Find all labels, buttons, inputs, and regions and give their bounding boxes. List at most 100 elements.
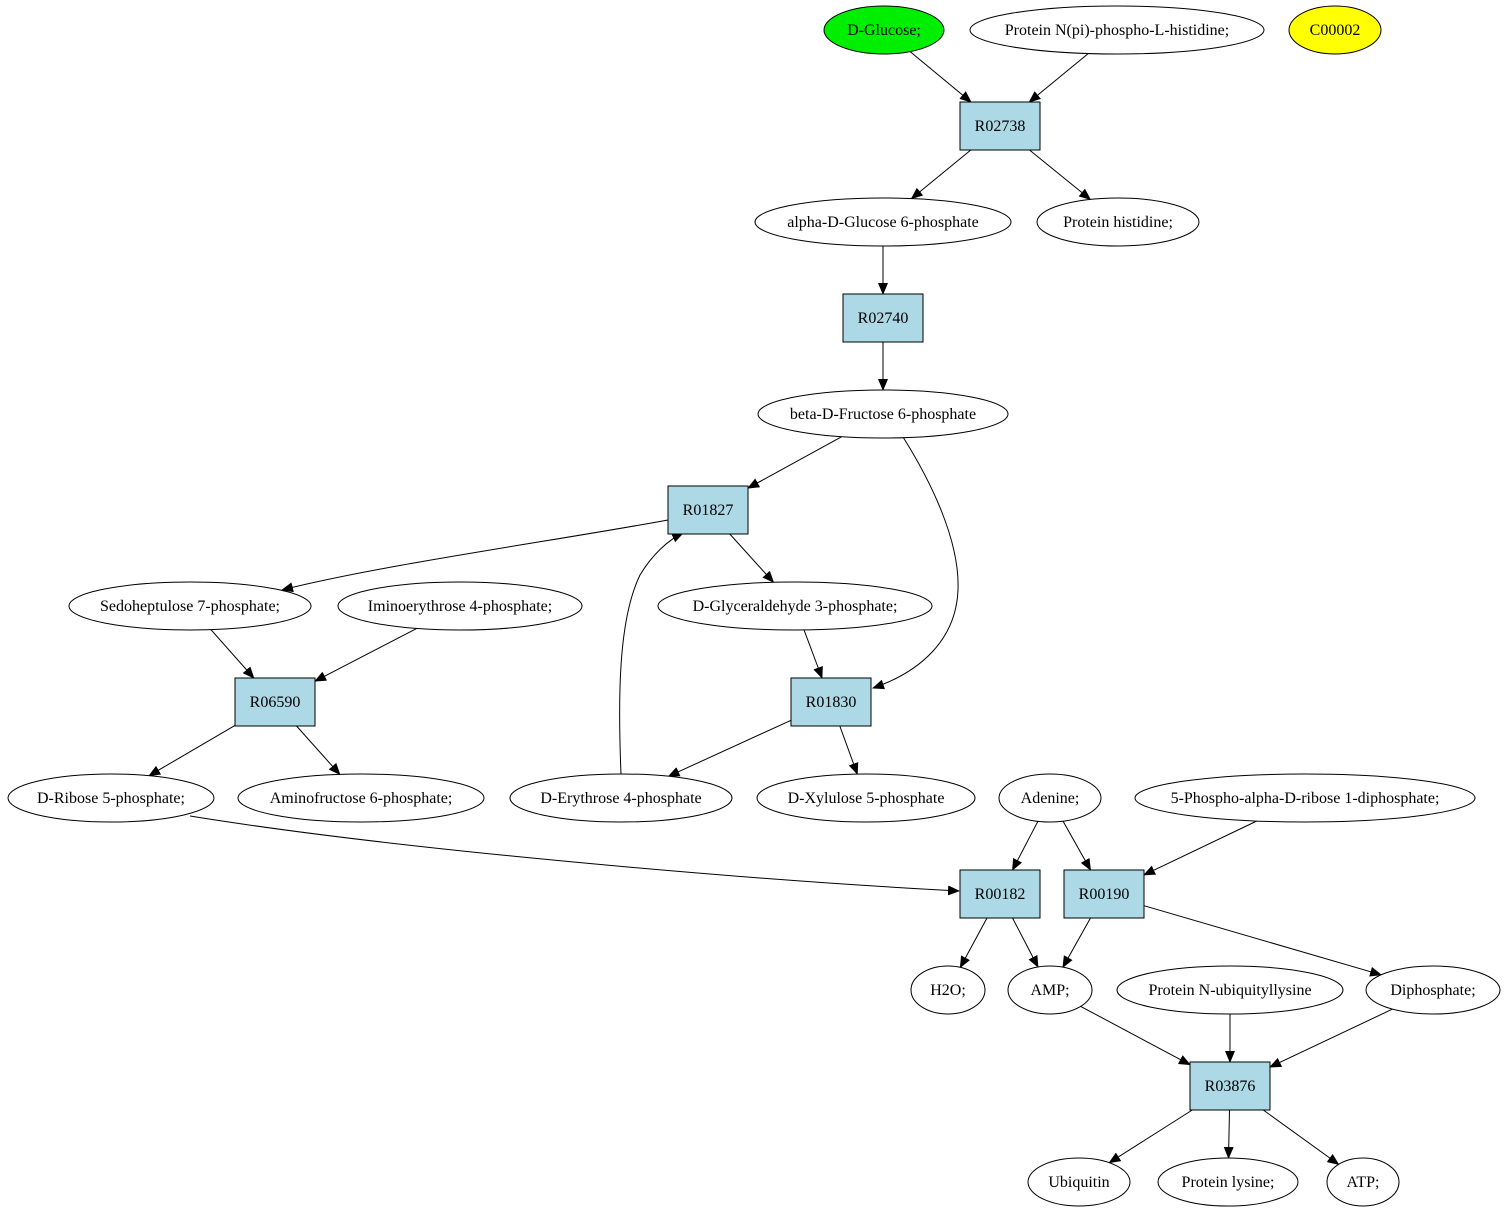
- compound-ellipse: [337, 581, 583, 631]
- node-label: Diphosphate;: [1390, 982, 1475, 999]
- compound-node-adenine[interactable]: Adenine;: [998, 773, 1102, 823]
- compound-node-iminoerythrose-4-phosphate[interactable]: Iminoerythrose 4-phosphate;: [337, 581, 583, 631]
- compound-ellipse: [1326, 1157, 1400, 1207]
- node-label: D-Glucose;: [847, 22, 921, 39]
- node-label: Protein histidine;: [1063, 214, 1173, 231]
- edge-r06590-to-af6p: [296, 725, 341, 776]
- edge-diphosphate-to-r03876: [1269, 1008, 1393, 1068]
- node-label: Protein lysine;: [1182, 1174, 1275, 1191]
- edge-ie4p-to-r06590: [314, 627, 418, 682]
- node-label: Iminoerythrose 4-phosphate;: [368, 598, 552, 615]
- compound-ellipse: [823, 5, 945, 55]
- compound-node-protein-n-pi-phospho-l-histidine[interactable]: Protein N(pi)-phospho-L-histidine;: [969, 5, 1265, 55]
- reaction-box: [959, 869, 1041, 919]
- compound-ellipse: [509, 773, 733, 823]
- compound-ellipse: [68, 581, 312, 631]
- compound-node-beta-d-fructose-6-phosphate[interactable]: beta-D-Fructose 6-phosphate: [757, 389, 1009, 439]
- edge-r02738-to-phis: [1029, 149, 1092, 201]
- compound-node-diphosphate[interactable]: Diphosphate;: [1365, 965, 1501, 1015]
- node-label: D-Xylulose 5-phosphate: [788, 790, 945, 807]
- compound-node-alpha-d-glucose-6-phosphate[interactable]: alpha-D-Glucose 6-phosphate: [754, 197, 1012, 247]
- reaction-node-r06590[interactable]: R06590: [234, 677, 316, 727]
- compound-node-d-erythrose-4-phosphate[interactable]: D-Erythrose 4-phosphate: [509, 773, 733, 823]
- compound-ellipse: [1288, 5, 1382, 55]
- reaction-node-r00182[interactable]: R00182: [959, 869, 1041, 919]
- node-label: Ubiquitin: [1048, 1174, 1109, 1191]
- compound-node-atp[interactable]: ATP;: [1326, 1157, 1400, 1207]
- edge-r03876-to-ubiquitin: [1108, 1109, 1193, 1164]
- compound-node-protein-n-ubiquityllysine[interactable]: Protein N-ubiquityllysine: [1116, 965, 1344, 1015]
- compound-ellipse: [1134, 773, 1476, 823]
- compound-ellipse: [1027, 1157, 1131, 1207]
- node-label: beta-D-Fructose 6-phosphate: [790, 406, 976, 423]
- edge-r06590-to-r5p: [148, 724, 236, 777]
- edge-r00190-to-diphosphate: [1143, 905, 1383, 977]
- reaction-node-r01830[interactable]: R01830: [790, 677, 872, 727]
- compound-node-h2o[interactable]: H2O;: [910, 965, 986, 1015]
- edge-r01830-to-x5p: [839, 725, 859, 776]
- compound-ellipse: [757, 389, 1009, 439]
- compound-ellipse: [910, 965, 986, 1015]
- node-label: D-Glyceraldehyde 3-phosphate;: [693, 598, 898, 615]
- compound-ellipse: [969, 5, 1265, 55]
- compound-ellipse: [998, 773, 1102, 823]
- edge-r00182-to-h2o: [959, 917, 988, 969]
- compound-node-sedoheptulose-7-phosphate[interactable]: Sedoheptulose 7-phosphate;: [68, 581, 312, 631]
- compound-node-protein-lysine[interactable]: Protein lysine;: [1157, 1157, 1299, 1207]
- compound-node-d-ribose-5-phosphate[interactable]: D-Ribose 5-phosphate;: [7, 773, 215, 823]
- reaction-box: [959, 101, 1041, 151]
- reaction-node-r00190[interactable]: R00190: [1063, 869, 1145, 919]
- reaction-box: [1189, 1061, 1271, 1111]
- edge-r01827-to-g3p: [729, 533, 775, 584]
- compound-node-d-xylulose-5-phosphate[interactable]: D-Xylulose 5-phosphate: [756, 773, 976, 823]
- edge-amp-to-r03876: [1080, 1005, 1191, 1066]
- compound-node-c00002[interactable]: C00002: [1288, 5, 1382, 55]
- edge-adenine-to-r00182: [1012, 821, 1039, 871]
- node-label: R02740: [858, 310, 909, 327]
- compound-node-d-glucose[interactable]: D-Glucose;: [823, 5, 945, 55]
- reaction-box: [667, 485, 749, 535]
- node-label: Adenine;: [1021, 790, 1080, 807]
- edge-bf6p-to-r01827: [747, 436, 842, 489]
- node-label: ATP;: [1347, 1174, 1380, 1191]
- compound-node-aminofructose-6-phosphate[interactable]: Aminofructose 6-phosphate;: [237, 773, 485, 823]
- node-label: D-Erythrose 4-phosphate: [540, 790, 701, 807]
- edge-r01830-to-e4p: [667, 719, 792, 777]
- edge-g3p-to-r01830: [803, 629, 823, 679]
- node-label: R00190: [1079, 886, 1130, 903]
- reaction-box: [1063, 869, 1145, 919]
- compound-node-amp[interactable]: AMP;: [1007, 965, 1093, 1015]
- compound-node-ubiquitin[interactable]: Ubiquitin: [1027, 1157, 1131, 1207]
- compound-node-protein-histidine[interactable]: Protein histidine;: [1036, 197, 1200, 247]
- edge-r01827-to-s7p: [281, 519, 669, 593]
- edge-prpp-to-r00190: [1143, 820, 1258, 876]
- edge-r03876-to-plys: [1223, 1109, 1234, 1159]
- compound-node-d-glyceraldehyde-3-phosphate[interactable]: D-Glyceraldehyde 3-phosphate;: [657, 581, 933, 631]
- edge-dglucose-to-r02738: [909, 51, 972, 103]
- edge-r00190-to-amp: [1062, 917, 1091, 969]
- node-label: R06590: [250, 694, 301, 711]
- edge-nphospho-to-r02738: [1028, 53, 1089, 103]
- node-label: 5-Phospho-alpha-D-ribose 1-diphosphate;: [1171, 790, 1440, 807]
- compound-ellipse: [1157, 1157, 1299, 1207]
- edge-bf6p-to-r01830: [872, 436, 959, 690]
- edge-r03876-to-atp: [1263, 1109, 1340, 1165]
- node-label: D-Ribose 5-phosphate;: [37, 790, 185, 807]
- reaction-node-r02738[interactable]: R02738: [959, 101, 1041, 151]
- node-label: Protein N-ubiquityllysine: [1148, 982, 1311, 999]
- reaction-node-r01827[interactable]: R01827: [667, 485, 749, 535]
- compound-node-5-phospho-alpha-d-ribose-1-diphosphate[interactable]: 5-Phospho-alpha-D-ribose 1-diphosphate;: [1134, 773, 1476, 823]
- node-label: AMP;: [1030, 982, 1069, 999]
- edge-adenine-to-r00190: [1062, 820, 1091, 871]
- compound-ellipse: [1007, 965, 1093, 1015]
- reaction-box: [842, 293, 924, 343]
- compound-ellipse: [1036, 197, 1200, 247]
- node-label: R00182: [975, 886, 1026, 903]
- compound-ellipse: [7, 773, 215, 823]
- reaction-node-r03876[interactable]: R03876: [1189, 1061, 1271, 1111]
- reaction-node-r02740[interactable]: R02740: [842, 293, 924, 343]
- compound-ellipse: [754, 197, 1012, 247]
- reaction-box: [790, 677, 872, 727]
- node-label: alpha-D-Glucose 6-phosphate: [787, 214, 979, 231]
